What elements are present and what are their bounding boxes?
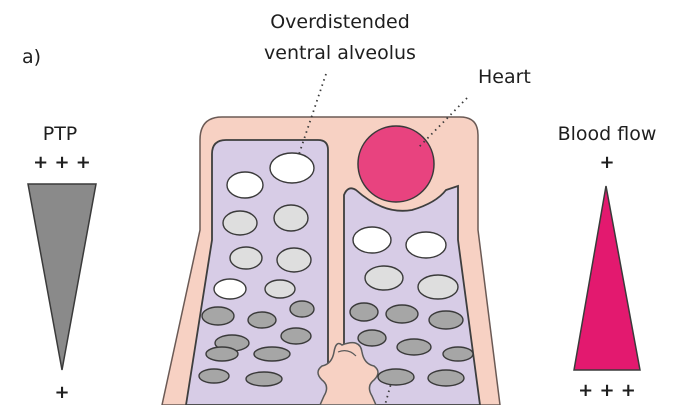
alveolus-mid (274, 205, 308, 231)
alveolus-collapsed (350, 303, 378, 321)
alveolus-collapsed (378, 369, 414, 385)
blood-flow-low-marker: + (599, 152, 614, 173)
alveolus-mid (277, 248, 311, 272)
alveolus-mid (418, 275, 458, 299)
ptp-label: PTP (43, 123, 78, 145)
alveolus-open (406, 232, 446, 258)
alveolus-collapsed (443, 347, 473, 361)
alveolus-open (227, 172, 263, 198)
ptp-gradient-triangle (28, 184, 96, 370)
alveolus-mid (230, 247, 262, 269)
alveolus-collapsed (199, 369, 229, 383)
alveolus-mid (365, 266, 403, 290)
alveolus-collapsed (397, 339, 431, 355)
alveolus-collapsed (254, 347, 290, 361)
alveolus-collapsed (248, 312, 276, 328)
alveolus-collapsed (206, 347, 238, 361)
blood-flow-gradient-triangle (574, 186, 640, 370)
alveolus-open (353, 227, 391, 253)
overdistended-label-line2: ventral alveolus (264, 42, 416, 64)
heart-label: Heart (478, 66, 531, 88)
blood-flow-high-marker: + + + (578, 380, 636, 401)
panel-label: a) (22, 46, 41, 68)
alveolus-collapsed (358, 330, 386, 346)
alveolus-overdistended (270, 153, 314, 183)
alveolus-open (214, 279, 246, 299)
alveolus-collapsed (246, 372, 282, 386)
alveolus-collapsed (429, 311, 463, 329)
alveolus-collapsed (428, 370, 464, 386)
alveolus-mid (265, 280, 295, 298)
heart (358, 126, 434, 202)
blood-flow-label: Blood flow (558, 123, 657, 145)
alveolus-collapsed (386, 305, 418, 323)
alveolus-collapsed (202, 307, 234, 325)
overdistended-label-line1: Overdistended (270, 11, 410, 33)
alveolus-collapsed (290, 301, 314, 317)
ptp-high-marker: + + + (33, 152, 91, 173)
alveolus-collapsed (281, 328, 311, 344)
alveolus-mid (223, 211, 257, 235)
ptp-low-marker: + (54, 382, 69, 403)
